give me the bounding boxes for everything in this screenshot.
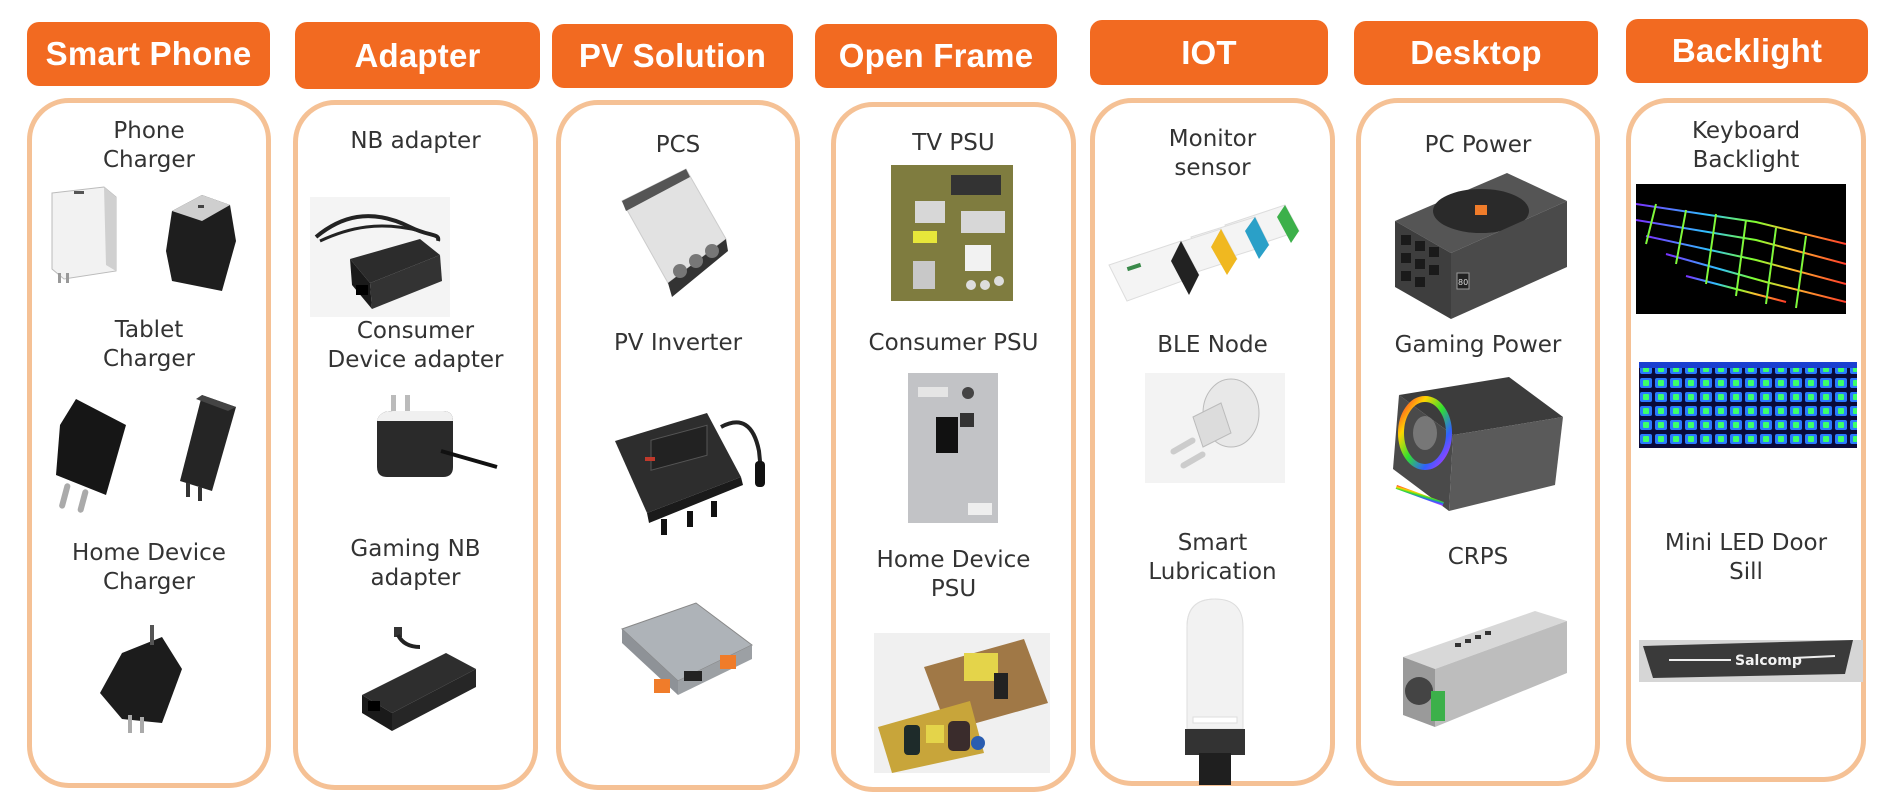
item-label-consumer-psu: Consumer PSU <box>868 330 1039 356</box>
item-label-home-device-psu: Home Device PSU <box>876 547 1031 602</box>
item-label-mini-led-door-sill: Mini LED Door Sill <box>1664 530 1828 585</box>
pv-power-module-image <box>616 599 756 709</box>
category-header-backlight: Backlight <box>1626 19 1868 83</box>
item-label-gaming-power: Gaming Power <box>1394 332 1562 358</box>
item-label-monitor-sensor: Monitor sensor <box>1168 126 1257 181</box>
tv-psu-image <box>891 165 1013 301</box>
item-label-home-device-charger: Home Device Charger <box>72 540 226 595</box>
category-title: Open Frame <box>838 37 1034 74</box>
category-panel-pv-solution: PCS PV Inverter <box>556 100 800 790</box>
item-label-nb-adapter: NB adapter <box>350 128 481 154</box>
gaming-power-image <box>1389 373 1569 513</box>
ble-node-image <box>1145 373 1285 483</box>
psu-80plus-badge: 80 <box>1458 278 1468 287</box>
crps-image <box>1395 607 1575 737</box>
phone-charger-black-image <box>162 191 242 301</box>
category-panel-iot: Monitor sensor BLE Node Smart Lubricatio… <box>1090 98 1335 786</box>
category-title: PV Solution <box>578 37 767 74</box>
category-header-iot: IOT <box>1090 20 1328 85</box>
category-header-open-frame: Open Frame <box>815 24 1057 88</box>
tablet-charger-eu-image <box>46 395 136 515</box>
category-header-pv-solution: PV Solution <box>552 24 793 88</box>
item-label-crps: CRPS <box>1447 544 1509 570</box>
monitor-sensor-image <box>1105 195 1315 305</box>
category-panel-desktop: PC Power 80 Gaming Power CRPS <box>1356 98 1600 786</box>
item-label-tv-psu: TV PSU <box>912 130 995 156</box>
item-label-keyboard-backlight: Keyboard Backlight <box>1691 118 1801 173</box>
home-device-charger-image <box>92 623 202 743</box>
smart-lubrication-image <box>1175 597 1255 787</box>
mini-led-door-sill-image: Salcomp <box>1639 640 1863 682</box>
item-label-gaming-nb-adapter: Gaming NB adapter <box>350 536 481 591</box>
item-label-phone-charger: Phone Charger <box>103 118 195 173</box>
category-panel-smart-phone: Phone Charger Tablet Charger Home Device… <box>27 98 271 788</box>
category-panel-open-frame: TV PSU Consumer PSU Home Device PSU <box>831 102 1076 792</box>
home-device-psu-image <box>874 633 1050 773</box>
phone-charger-white-image <box>44 183 124 283</box>
category-title: Smart Phone <box>45 35 252 72</box>
salcomp-logo-text: Salcomp <box>1735 653 1802 669</box>
category-title: Adapter <box>354 36 481 74</box>
keyboard-backlight-rgb-image <box>1636 184 1846 314</box>
item-label-pv-inverter: PV Inverter <box>613 330 743 356</box>
item-label-tablet-charger: Tablet Charger <box>103 317 195 372</box>
category-title: IOT <box>1181 33 1237 71</box>
pv-inverter-image <box>611 401 781 541</box>
item-label-smart-lubrication: Smart Lubrication <box>1148 530 1277 585</box>
nb-adapter-image <box>310 197 450 317</box>
keyboard-backlight-heatmap-image <box>1639 362 1857 448</box>
consumer-psu-image <box>908 373 998 523</box>
consumer-device-adapter-image <box>373 395 503 495</box>
category-panel-adapter: NB adapter Consumer Device adapter Gamin… <box>293 100 538 790</box>
category-title: Desktop <box>1410 34 1542 71</box>
item-label-consumer-device-adapter: Consumer Device adapter <box>327 318 504 373</box>
pc-power-image: 80 <box>1391 169 1571 319</box>
item-label-pc-power: PC Power <box>1424 132 1532 158</box>
category-header-desktop: Desktop <box>1354 21 1598 85</box>
category-header-smart-phone: Smart Phone <box>27 22 270 86</box>
pcs-image <box>616 165 736 305</box>
item-label-pcs: PCS <box>655 132 701 158</box>
category-panel-backlight: Keyboard Backlight Mini LED Door Sill Sa… <box>1626 98 1866 782</box>
category-title: Backlight <box>1671 32 1823 69</box>
category-header-adapter: Adapter <box>295 22 540 89</box>
item-label-ble-node: BLE Node <box>1157 332 1268 358</box>
gaming-nb-adapter-image <box>356 625 496 735</box>
tablet-charger-gan-image <box>162 391 242 511</box>
